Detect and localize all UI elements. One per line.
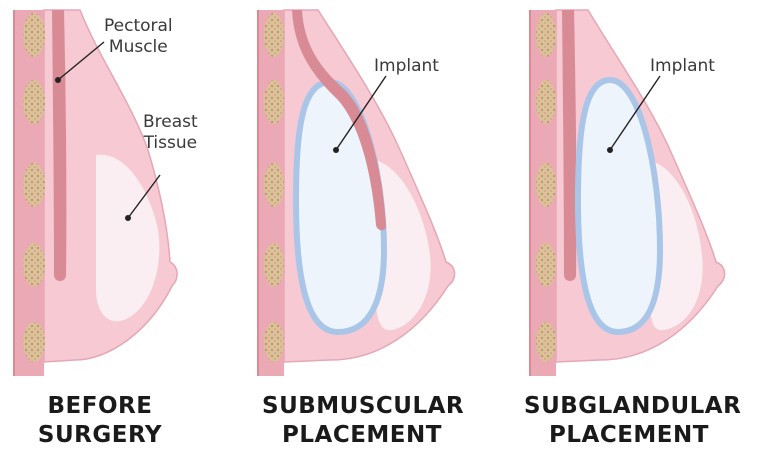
leader-implant-subglandular (607, 75, 661, 153)
pectoral-muscle (52, 10, 67, 281)
breast-tissue-gland (650, 160, 703, 331)
panel-subglandular (529, 9, 726, 376)
label-pectoral-muscle: Pectoral Muscle (104, 16, 173, 57)
caption-subglandular-placement: SUBGLANDULAR PLACEMENT (524, 393, 742, 448)
breast-tissue-gland (376, 160, 431, 331)
panel-before-surgery (13, 9, 178, 376)
pectoral-muscle-over-implant (292, 10, 387, 231)
ribs (536, 13, 556, 362)
panel-submuscular (257, 9, 456, 376)
leader-implant-submuscular (333, 75, 387, 153)
pectoral-muscle (562, 10, 577, 281)
caption-before-surgery: BEFORE SURGERY (37, 393, 163, 448)
ribs (264, 13, 284, 362)
label-implant-subglandular: Implant (650, 56, 715, 76)
implant (574, 76, 664, 336)
leader-breast-tissue (125, 174, 161, 221)
leader-pectoral-muscle (55, 41, 105, 83)
caption-submuscular-placement: SUBMUSCULAR PLACEMENT (262, 393, 465, 448)
ribs (23, 13, 45, 362)
label-implant-submuscular: Implant (374, 56, 439, 76)
label-breast-tissue: Breast Tissue (143, 112, 198, 153)
